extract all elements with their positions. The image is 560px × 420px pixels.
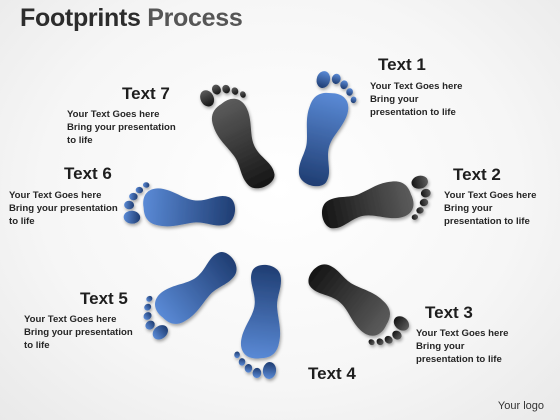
footprint-7 (196, 74, 286, 196)
title-part-2: Process (147, 4, 243, 32)
step-2-label: Text 2 (453, 165, 501, 184)
title-part-1: Footprints (20, 4, 141, 32)
step-3-desc-line: Bring your (416, 341, 465, 352)
step-1-desc-line: Your Text Goes here (370, 81, 463, 92)
step-6-desc-line: Your Text Goes here (9, 190, 102, 201)
footprint-4 (232, 262, 288, 381)
step-3-desc-line: Your Text Goes here (416, 328, 509, 339)
step-2-desc-line: presentation to life (444, 216, 530, 227)
step-5-desc-line: Bring your presentation (24, 327, 133, 338)
step-2-desc-line: Bring your (444, 203, 493, 214)
step-2-desc-line: Your Text Goes here (444, 190, 537, 201)
step-7-description: Your Text Goes here Bring your presentat… (67, 108, 176, 147)
step-2-description: Your Text Goes here Bring your presentat… (444, 189, 536, 228)
footprint-6 (122, 180, 237, 232)
step-7-desc-line: to life (67, 135, 93, 146)
step-3-label: Text 3 (425, 303, 473, 322)
step-3-description: Your Text Goes here Bring your presentat… (416, 327, 508, 366)
step-1-desc-line: Bring your (370, 94, 419, 105)
step-1-desc-line: presentation to life (370, 107, 456, 118)
step-6-description: Your Text Goes here Bring your presentat… (9, 189, 118, 228)
step-5-desc-line: to life (24, 340, 50, 351)
step-6-desc-line: Bring your presentation (9, 203, 118, 214)
step-5-desc-line: Your Text Goes here (24, 314, 117, 325)
footprint-2 (318, 173, 436, 239)
step-7-label: Text 7 (122, 84, 170, 103)
step-6-desc-line: to life (9, 216, 35, 227)
step-5-description: Your Text Goes here Bring your presentat… (24, 313, 133, 352)
step-4-label: Text 4 (308, 364, 356, 383)
step-5-label: Text 5 (80, 289, 128, 308)
step-6-label: Text 6 (64, 164, 112, 183)
page-title: Footprints Process (20, 4, 243, 33)
step-7-desc-line: Bring your presentation (67, 122, 176, 133)
footprint-3 (298, 255, 413, 358)
step-1-description: Your Text Goes here Bring your presentat… (370, 80, 462, 119)
step-7-desc-line: Your Text Goes here (67, 109, 160, 120)
step-3-desc-line: presentation to life (416, 354, 502, 365)
logo-placeholder: Your logo (497, 400, 544, 412)
step-1-label: Text 1 (378, 55, 426, 74)
footprint-1 (290, 69, 362, 192)
footprint-5 (131, 240, 246, 343)
